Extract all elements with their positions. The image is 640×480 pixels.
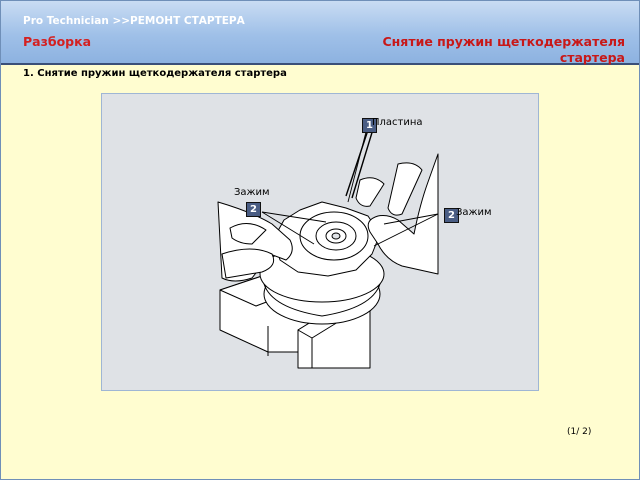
breadcrumb[interactable]: Pro Technician >>РЕМОНТ СТАРТЕРА <box>23 15 245 27</box>
right-hand <box>367 153 439 275</box>
illustration-figure: 1 Пластина Зажим 2 2 Зажим <box>101 93 539 391</box>
clamp-left-label: Зажим <box>234 187 270 198</box>
starter-illustration <box>217 123 439 369</box>
page-counter: (1/ 2) <box>567 427 592 437</box>
clamp-right-number-badge: 2 <box>444 208 459 223</box>
clamp-left-number-badge: 2 <box>246 202 261 217</box>
plate-number-badge: 1 <box>362 118 377 133</box>
topic-title: Снятие пружин щеткодержателя стартера <box>382 34 626 65</box>
step-title: 1. Снятие пружин щеткодержателя стартера <box>23 68 287 79</box>
header-bar: Pro Technician >>РЕМОНТ СТАРТЕРА Разборк… <box>1 1 639 65</box>
clamp-right-label: Зажим <box>456 207 492 218</box>
section-title: Разборка <box>23 34 92 49</box>
plate-label: Пластина <box>372 117 423 128</box>
